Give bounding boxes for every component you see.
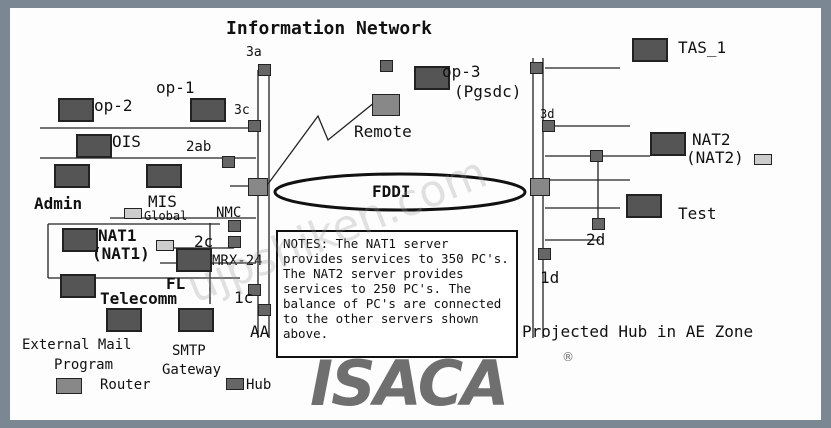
hub-2ab — [222, 156, 235, 168]
legend-hub-icon — [226, 378, 244, 390]
label-op1: op-1 — [156, 78, 195, 97]
card-icon-global — [124, 208, 142, 219]
label-admin: Admin — [34, 194, 83, 213]
notes-box: NOTES: The NAT1 server provides services… — [276, 230, 518, 358]
legend-router-label: Router — [100, 377, 151, 393]
label-remote: Remote — [354, 122, 412, 141]
label-nat1: NAT1 — [98, 226, 137, 245]
computer-admin — [54, 164, 90, 188]
hub-1d — [538, 248, 551, 260]
computer-mis — [146, 164, 182, 188]
diagram-title: Information Network — [226, 18, 432, 39]
hub-3d — [542, 120, 555, 132]
label-aa: AA — [250, 322, 270, 341]
hub-2d — [592, 218, 605, 230]
label-3d: 3d — [540, 107, 555, 121]
computer-tas — [632, 38, 668, 62]
computer-op3 — [414, 66, 450, 90]
computer-fl — [176, 248, 212, 272]
label-ois: OIS — [112, 132, 141, 151]
computer-extmail — [106, 308, 142, 332]
label-op3: op-3 — [442, 62, 481, 81]
label-gateway: Gateway — [162, 362, 222, 378]
registered-mark: ® — [562, 350, 574, 364]
label-test: Test — [678, 204, 717, 223]
legend-router-icon — [56, 378, 82, 394]
isaca-logo: ISACA — [310, 347, 509, 420]
computer-op2 — [58, 98, 94, 122]
label-3a: 3a — [246, 45, 262, 60]
label-program: Program — [54, 357, 114, 373]
diagram-frame: Information Network 3a op-1 op-2 3c OIS … — [10, 8, 821, 420]
label-nat1-paren: (NAT1) — [92, 244, 150, 263]
label-pgsdc: (Pgsdc) — [454, 82, 522, 101]
card-icon-nat2 — [754, 154, 772, 165]
computer-nat1 — [62, 228, 98, 252]
hub-remote — [380, 60, 393, 72]
label-global: Global — [144, 209, 188, 223]
label-smtp: SMTP — [172, 343, 206, 359]
label-nat2-paren: (NAT2) — [686, 148, 744, 167]
hub-1c — [248, 284, 261, 296]
hub-aa — [258, 304, 271, 316]
label-projected-hub: Projected Hub in AE Zone — [522, 322, 754, 341]
label-2d: 2d — [586, 230, 606, 249]
computer-smtp — [178, 308, 214, 332]
label-tas1: TAS_1 — [678, 38, 727, 57]
card-icon-nat1 — [156, 240, 174, 251]
computer-op1 — [190, 98, 226, 122]
hub-2c — [228, 236, 241, 248]
label-nmc: NMC — [216, 205, 242, 221]
hub-3a — [258, 64, 271, 76]
label-telecomm: Telecomm — [100, 289, 178, 308]
hub-tas — [530, 62, 543, 74]
computer-nat2 — [650, 132, 686, 156]
label-1c: 1c — [234, 288, 254, 307]
fddi-ring — [273, 172, 527, 212]
label-fddi: FDDI — [372, 182, 411, 201]
hub-nmc — [228, 220, 241, 232]
hub-3c — [248, 120, 261, 132]
computer-ois — [76, 134, 112, 158]
label-1d: 1d — [540, 268, 560, 287]
label-3c: 3c — [234, 103, 250, 118]
label-mis: MIS — [148, 192, 177, 211]
router-right — [530, 178, 550, 196]
label-mrx24: MRX-24 — [212, 253, 263, 269]
router-remote — [372, 94, 400, 116]
label-external-mail: External Mail — [22, 337, 132, 353]
label-op2: op-2 — [94, 96, 133, 115]
hub-nat2 — [590, 150, 603, 162]
label-2ab: 2ab — [186, 139, 212, 155]
computer-telecomm — [60, 274, 96, 298]
label-nat2: NAT2 — [692, 130, 731, 149]
router-left — [248, 178, 268, 196]
label-2c: 2c — [194, 232, 214, 251]
label-fl: FL — [166, 274, 186, 293]
computer-test — [626, 194, 662, 218]
legend-hub-label: Hub — [246, 377, 272, 393]
